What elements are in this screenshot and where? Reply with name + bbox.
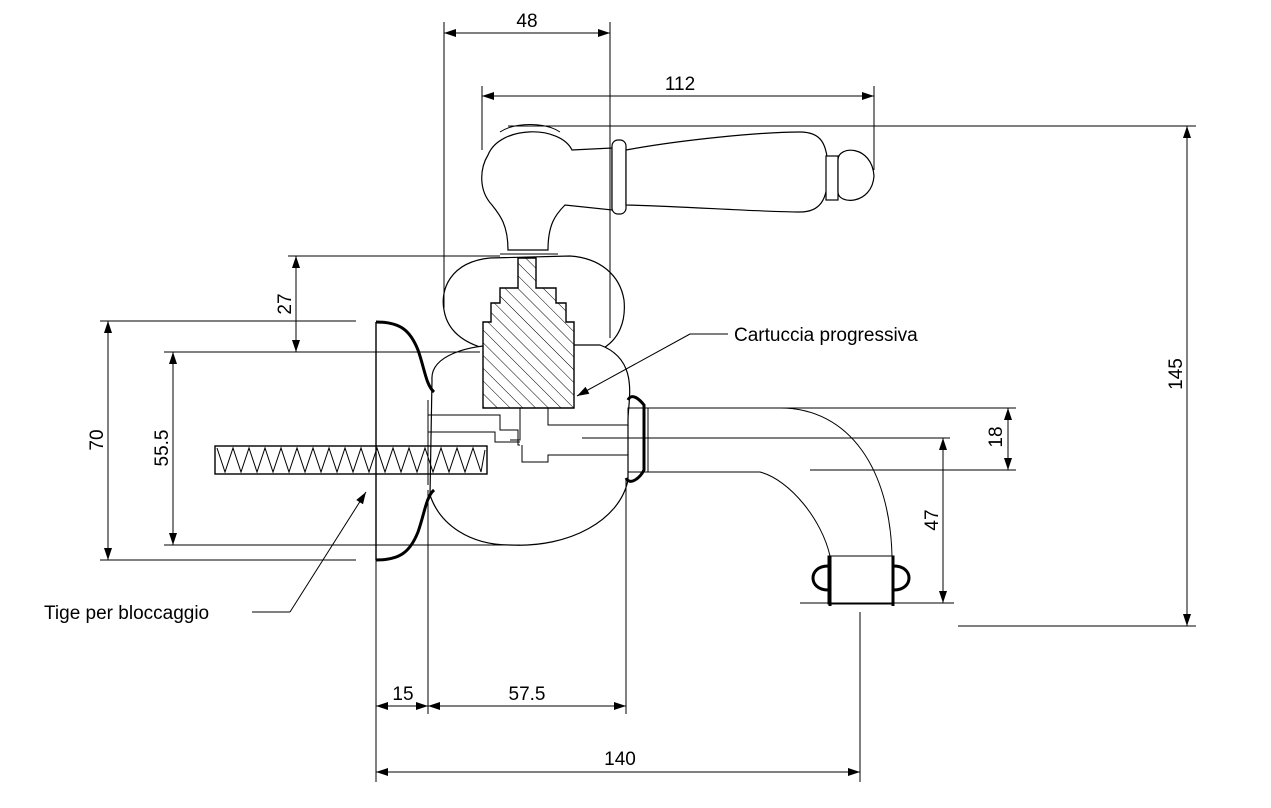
label-locking-rod: Tige per bloccaggio [44, 603, 209, 624]
lever-handle [481, 124, 875, 255]
callout-locking-rod [252, 491, 367, 613]
dim-57-5: 57.5 [509, 684, 546, 705]
dim-47: 47 [922, 509, 943, 530]
locking-rod [214, 445, 488, 475]
dim-27: 27 [275, 293, 296, 314]
dim-18: 18 [986, 426, 1007, 447]
spout [624, 395, 911, 606]
dim-55-5: 55.5 [152, 430, 173, 467]
label-cartridge: Cartuccia progressiva [734, 325, 918, 346]
extension-lines [100, 22, 1196, 782]
dim-48: 48 [516, 11, 537, 32]
dim-145: 145 [1166, 358, 1187, 390]
callout-cartridge [576, 333, 728, 397]
wall-flange [375, 320, 436, 562]
dim-140: 140 [604, 749, 636, 770]
dim-15: 15 [392, 684, 413, 705]
dim-112: 112 [665, 74, 695, 95]
dimension-lines [104, 29, 1191, 776]
cartridge [482, 257, 575, 409]
dim-70: 70 [87, 429, 108, 450]
